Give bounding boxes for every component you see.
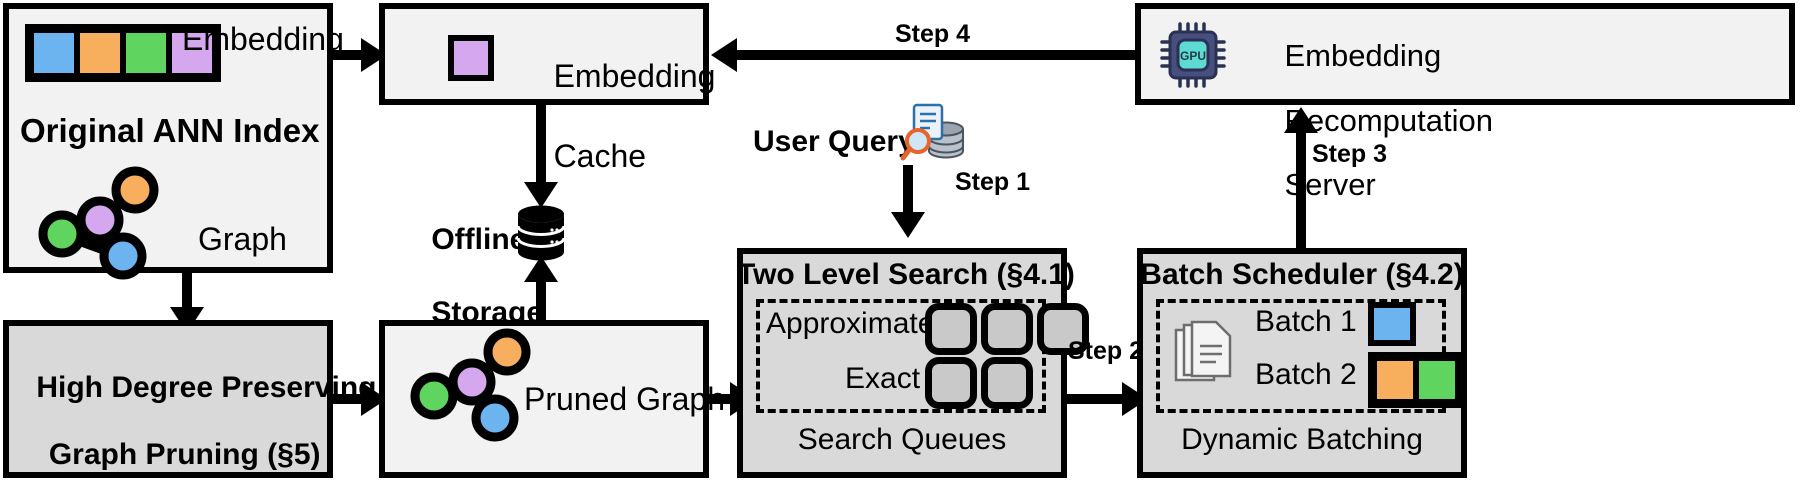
offline-storage-line1: Offline <box>431 222 527 256</box>
arrow-pruning-to-pruned-line <box>333 394 369 404</box>
green-node <box>38 210 86 258</box>
approximate-slot-1[interactable] <box>925 303 977 355</box>
embedding-vector-strip <box>25 24 221 82</box>
embedding-chip-2 <box>77 30 123 76</box>
batch-1-label: Batch 1 <box>1255 305 1357 338</box>
batch-1-chip-1 <box>1368 302 1416 346</box>
arrow-cache-to-storage-head <box>524 182 558 208</box>
graph-pruning-line1: High Degree Preserving <box>36 370 377 404</box>
batch-2-label: Batch 2 <box>1255 358 1357 391</box>
magnifier-part <box>900 103 944 161</box>
exact-slot-2[interactable] <box>981 357 1033 409</box>
recomputation-server-line3: Server <box>1284 167 1376 203</box>
original-graph-glyph <box>38 166 159 280</box>
search-queues-footer: Search Queues <box>797 423 1007 456</box>
arrow-index-to-cache-line <box>333 50 369 60</box>
arrow-batch-to-server-line <box>1296 128 1306 248</box>
purple-node <box>76 196 124 244</box>
approximate-slot-row <box>925 303 1089 355</box>
batch-scheduler-title: Batch Scheduler (§4.2) <box>1140 258 1464 291</box>
orange-node <box>111 166 159 214</box>
search-queues-dashed-region <box>756 299 1046 413</box>
recomputation-server-box <box>1135 3 1795 105</box>
step-1-label: Step 1 <box>955 168 1031 196</box>
embedding-chip-3 <box>123 30 169 76</box>
blue-node <box>471 394 519 442</box>
purple-node <box>448 358 496 406</box>
green-node <box>410 372 458 420</box>
original-ann-index-title: Original ANN Index <box>20 112 320 149</box>
gpu-icon-text: GPU <box>1180 49 1206 63</box>
gpu-chip-icon: GPU <box>1160 22 1226 88</box>
exact-row-label: Exact <box>845 362 921 395</box>
database-icon <box>516 205 566 261</box>
documents-icon <box>1174 320 1232 382</box>
arrow-server-to-cache-line <box>736 50 1135 60</box>
embedding-cache-title: Embedding Cache <box>518 16 716 216</box>
step-4-label: Step 4 <box>895 20 971 48</box>
arrow-query-to-search-line <box>903 165 913 217</box>
embedding-cache-line2: Cache <box>553 138 647 174</box>
pruned-graph-label: Pruned Graph <box>524 381 726 417</box>
embedding-cache-chip <box>448 35 494 81</box>
approximate-slot-2[interactable] <box>981 303 1033 355</box>
graph-pruning-line2: Graph Pruning (§5) <box>48 437 321 471</box>
approximate-slot-3[interactable] <box>1037 303 1089 355</box>
arrow-query-to-search-head <box>891 212 925 238</box>
batch-2-chip-1 <box>1374 358 1416 402</box>
two-level-search-title: Two Level Search (§4.1) <box>737 258 1075 291</box>
approximate-row-label: Approximate <box>766 307 935 340</box>
arrow-pruned-to-storage-head <box>524 256 558 282</box>
dynamic-batching-footer: Dynamic Batching <box>1181 423 1423 456</box>
embedding-chip-4 <box>169 30 215 76</box>
batch-2-chip-strip <box>1368 352 1464 408</box>
step-3-label: Step 3 <box>1312 140 1388 168</box>
document-search-database-icon <box>900 103 964 161</box>
orange-node <box>483 328 531 376</box>
arrow-batch-to-server-head <box>1284 107 1318 133</box>
exact-slot-row <box>925 357 1033 409</box>
arrow-pruned-to-search-line <box>709 394 737 404</box>
blue-node <box>99 232 147 280</box>
recomputation-server-line2: Recomputation <box>1284 102 1493 138</box>
arrow-index-to-pruning-line <box>182 273 192 313</box>
embedding-chip-1 <box>31 30 77 76</box>
batch-2-chip-2 <box>1416 358 1458 402</box>
arrow-search-to-batch-line <box>1067 394 1129 404</box>
recomputation-server-line1: Embedding <box>1284 38 1442 74</box>
graph-label: Graph <box>198 221 287 257</box>
step-2-label: Step 2 <box>1068 337 1144 365</box>
arrow-server-to-cache-head <box>711 38 737 72</box>
exact-slot-1[interactable] <box>925 357 977 409</box>
user-query-label: User Query <box>753 125 915 158</box>
recomputation-server-title: Embedding Recomputation Server <box>1250 8 1493 234</box>
pruned-graph-glyph <box>410 328 531 442</box>
arrow-cache-to-storage-line <box>536 105 546 187</box>
graph-pruning-title: High Degree Preserving Graph Pruning (§5… <box>3 337 376 481</box>
arrow-pruned-to-storage-line <box>536 272 546 320</box>
offline-storage-label: Offline Storage <box>398 185 543 368</box>
embedding-label: Embedding <box>182 21 344 57</box>
embedding-cache-box <box>379 3 709 105</box>
graph-pruning-box <box>3 320 333 478</box>
embedding-cache-line1: Embedding <box>553 58 716 94</box>
